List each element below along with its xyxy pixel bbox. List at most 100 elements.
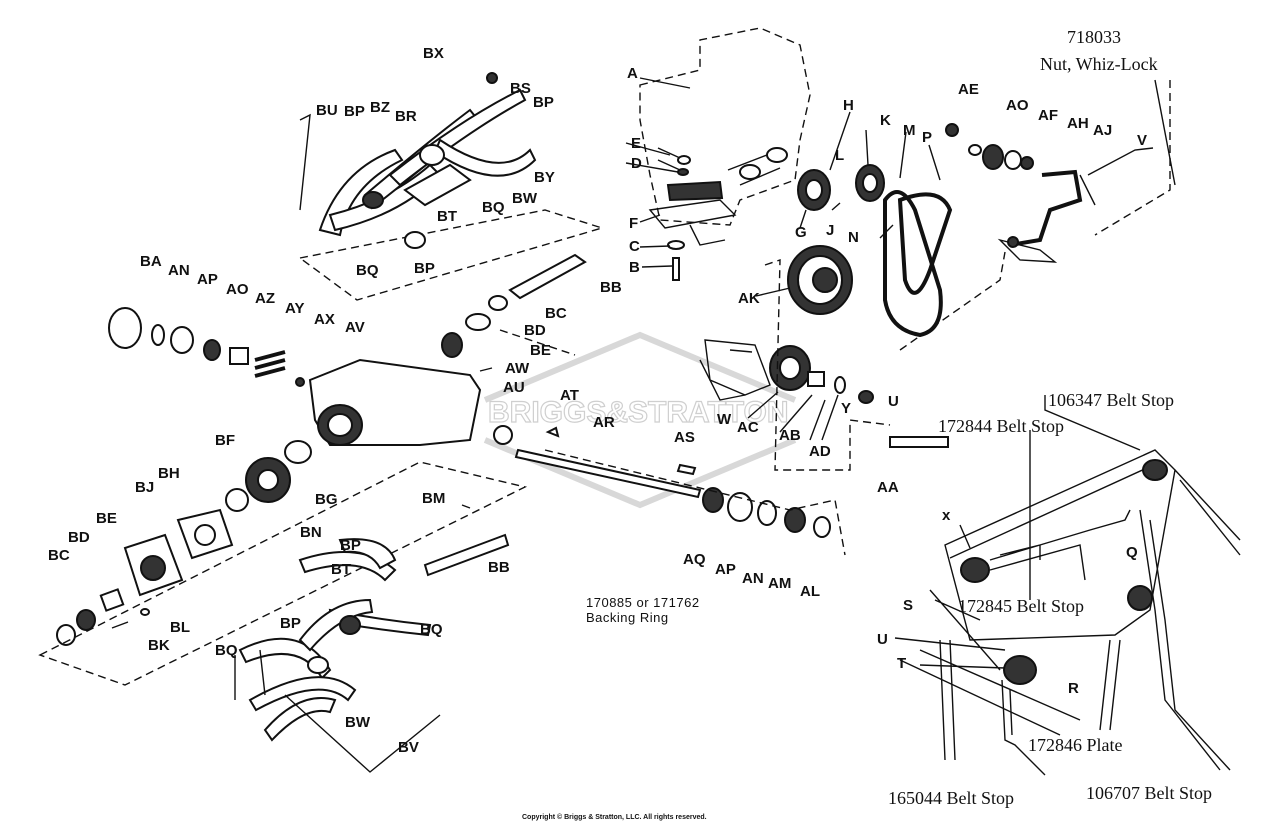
label-AP-2: AP: [715, 561, 736, 578]
label-BG: BG: [315, 491, 338, 508]
lower-tine-assembly: [234, 504, 510, 773]
label-BJ: BJ: [135, 479, 154, 496]
gear-and-cover: [38, 440, 528, 686]
label-BZ: BZ: [370, 99, 390, 116]
label-BW-1: BW: [512, 190, 538, 207]
label-AX: AX: [314, 311, 335, 328]
label-BT-1: BT: [437, 208, 457, 225]
label-AB: AB: [779, 427, 801, 444]
label-AO: AO: [1006, 97, 1029, 114]
label-AA: AA: [877, 479, 899, 496]
label-AE: AE: [958, 81, 979, 98]
label-P: P: [922, 129, 932, 146]
label-BB-2: BB: [488, 559, 510, 576]
nut-part-number: 718033: [1067, 27, 1121, 47]
label-AJ: AJ: [1093, 122, 1112, 139]
label-A: A: [627, 65, 638, 82]
label-BN: BN: [300, 524, 322, 541]
drive-leader-lines: [625, 77, 1176, 471]
copyright-notice: Copyright © Briggs & Stratton, LLC. All …: [522, 813, 707, 821]
belt-stop-detail: [894, 395, 1241, 776]
label-V: V: [1137, 132, 1147, 149]
backing-ring-part-numbers: 170885 or 171762: [586, 595, 700, 610]
label-D: D: [631, 155, 642, 172]
label-AM: AM: [768, 575, 791, 592]
label-AN-1: AN: [168, 262, 190, 279]
label-BR: BR: [395, 108, 417, 125]
label-AH: AH: [1067, 115, 1089, 132]
plate-172846-label: 172846 Plate: [1028, 735, 1123, 755]
label-AC: AC: [737, 419, 759, 436]
belt-stop-172844-label: 172844 Belt Stop: [938, 416, 1064, 436]
label-T: T: [897, 655, 906, 672]
label-BX: BX: [423, 45, 444, 62]
label-BD-2: BD: [68, 529, 90, 546]
label-H: H: [843, 97, 854, 114]
label-BK: BK: [148, 637, 170, 654]
label-BU: BU: [316, 102, 338, 119]
belt-stop-106347-label: 106347 Belt Stop: [1048, 390, 1174, 410]
label-BT-2: BT: [331, 561, 351, 578]
belt-stop-165044-label: 165044 Belt Stop: [888, 788, 1014, 808]
label-BP-2: BP: [344, 103, 365, 120]
label-AT: AT: [560, 387, 579, 404]
label-AU: AU: [503, 379, 525, 396]
label-AS: AS: [674, 429, 695, 446]
part-labels: A E D F C B H K M P L G J N AE AO AF AH …: [48, 45, 1147, 756]
label-BY: BY: [534, 169, 555, 186]
label-BM: BM: [422, 490, 445, 507]
label-AN-2: AN: [742, 570, 764, 587]
backing-ring-description: Backing Ring: [586, 610, 669, 625]
label-BP-4: BP: [340, 537, 361, 554]
label-AW: AW: [505, 360, 530, 377]
label-M: M: [903, 122, 916, 139]
label-B: B: [629, 259, 640, 276]
axle-and-housing: [108, 253, 846, 556]
label-BC-2: BC: [48, 547, 70, 564]
label-AQ-1: AO: [226, 281, 249, 298]
engine-outline: [639, 27, 811, 226]
label-L: L: [835, 147, 844, 164]
label-BQ-1: BQ: [482, 199, 505, 216]
label-R: R: [1068, 680, 1079, 697]
label-C: C: [629, 238, 640, 255]
label-G: G: [795, 224, 807, 241]
callouts: 718033 Nut, Whiz-Lock 106347 Belt Stop 1…: [522, 27, 1212, 821]
engine-mount-parts: [648, 147, 737, 281]
label-BP-1: BP: [533, 94, 554, 111]
label-BB-1: BB: [600, 279, 622, 296]
label-Q: Q: [1126, 544, 1138, 561]
upper-tine-assembly: [298, 72, 605, 301]
label-BV: BV: [398, 739, 419, 756]
label-J: J: [826, 222, 834, 239]
label-BE-2: BE: [96, 510, 117, 527]
label-BS: BS: [510, 80, 531, 97]
label-BP-5: BP: [280, 615, 301, 632]
label-BA: BA: [140, 253, 162, 270]
label-Y: Y: [841, 400, 851, 417]
label-BQ-3: BQ: [420, 621, 443, 638]
label-BF: BF: [215, 432, 235, 449]
idler-assembly: [699, 339, 949, 448]
label-E: E: [631, 135, 641, 152]
label-BQ-2: BQ: [356, 262, 379, 279]
label-BP-3: BP: [414, 260, 435, 277]
label-AR: AR: [593, 414, 615, 431]
label-W: W: [717, 411, 732, 428]
nut-description: Nut, Whiz-Lock: [1040, 54, 1158, 74]
label-AD: AD: [809, 443, 831, 460]
label-x: x: [942, 507, 951, 524]
label-BQ-4: BQ: [215, 642, 238, 659]
belt-stop-106707-label: 106707 Belt Stop: [1086, 783, 1212, 803]
label-BD-1: BD: [524, 322, 546, 339]
label-BH: BH: [158, 465, 180, 482]
pulleys-and-belt: [787, 123, 1096, 338]
label-BE-1: BE: [530, 342, 551, 359]
label-U-lower: U: [877, 631, 888, 648]
label-AV: AV: [345, 319, 365, 336]
label-BW-2: BW: [345, 714, 371, 731]
label-U: U: [888, 393, 899, 410]
label-N: N: [848, 229, 859, 246]
